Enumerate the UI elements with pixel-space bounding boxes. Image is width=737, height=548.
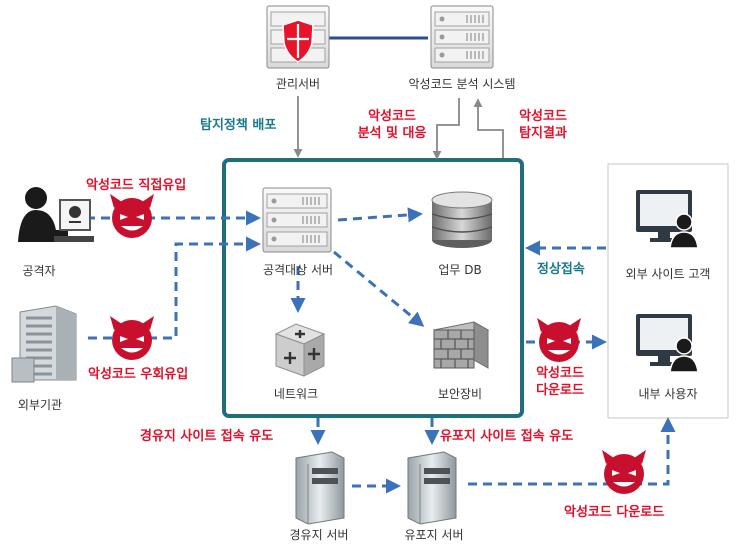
malware-download-right-label: 악성코드 다운로드 — [536, 365, 584, 399]
malware-icon — [110, 194, 154, 238]
server-db-arrow — [337, 207, 423, 223]
direct-inflow-label: 악성코드 직접유입 — [86, 178, 187, 193]
target-zone-frame — [222, 158, 524, 418]
transit-lure-label: 경유지 사이트 접속 유도 — [140, 429, 274, 444]
detection-result-label: 악성코드 탐지결과 — [519, 108, 567, 142]
analysis-server-icon — [430, 5, 494, 69]
detection-result-line-1: 악성코드 — [519, 109, 567, 124]
attacker-icon — [18, 187, 94, 242]
normal-access-label: 정상접속 — [537, 262, 585, 277]
policy-deploy-label: 탐지정책 배포 — [200, 118, 277, 133]
transit-server-icon — [295, 451, 345, 525]
malware-icon — [537, 318, 581, 362]
internal-user-label: 내부 사용자 — [638, 387, 698, 401]
lure-server-icon — [407, 451, 457, 525]
database-icon — [431, 191, 493, 248]
detour-inflow-label: 악성코드 우회유입 — [88, 367, 189, 382]
security-device-label: 보안장비 — [437, 387, 483, 401]
target-server-icon — [262, 187, 332, 253]
malware-download-right-line-1: 악성코드 — [536, 366, 584, 381]
attacker-label: 공격자 — [22, 264, 56, 278]
mgmt-server-icon — [266, 5, 330, 69]
malware-download-bottom-label: 악성코드 다운로드 — [564, 505, 665, 520]
analysis-response-line-2: 분석 및 대응 — [357, 126, 427, 141]
malware-icon — [602, 450, 646, 494]
transit-server-label: 경유지 서버 — [289, 528, 349, 542]
download-bottom-arrow — [468, 417, 676, 486]
malware-download-right-line-2: 다운로드 — [536, 383, 584, 398]
analysis-system-label: 악성코드 분석 시스템 — [408, 77, 516, 91]
analysis-response-line-1: 악성코드 — [368, 109, 416, 124]
detour-inflow-arrow — [88, 236, 261, 340]
building-icon — [11, 305, 77, 383]
mgmt-server-label: 관리서버 — [275, 77, 321, 91]
detection-result-line-2: 탐지결과 — [519, 126, 567, 141]
analysis-response-label: 악성코드 분석 및 대응 — [358, 108, 427, 142]
server-security-arrow — [333, 250, 425, 327]
distribution-lure-label: 유포지 사이트 접속 유도 — [440, 429, 574, 444]
firewall-icon — [432, 321, 490, 369]
network-switch-icon — [274, 323, 326, 377]
customer-monitor-icon — [636, 190, 699, 249]
target-server-label: 공격대상 서버 — [262, 263, 334, 277]
business-db-label: 업무 DB — [438, 263, 482, 277]
external-customer-label: 외부 사이트 고객 — [625, 267, 711, 281]
analysis-response-arrow — [432, 98, 460, 160]
user-monitor-icon — [636, 314, 699, 373]
external-org-label: 외부기관 — [17, 398, 63, 412]
detection-result-arrow — [473, 98, 504, 158]
lure-server-label: 유포지 서버 — [404, 528, 464, 542]
network-label: 네트워크 — [273, 387, 319, 401]
malware-icon — [110, 316, 154, 360]
